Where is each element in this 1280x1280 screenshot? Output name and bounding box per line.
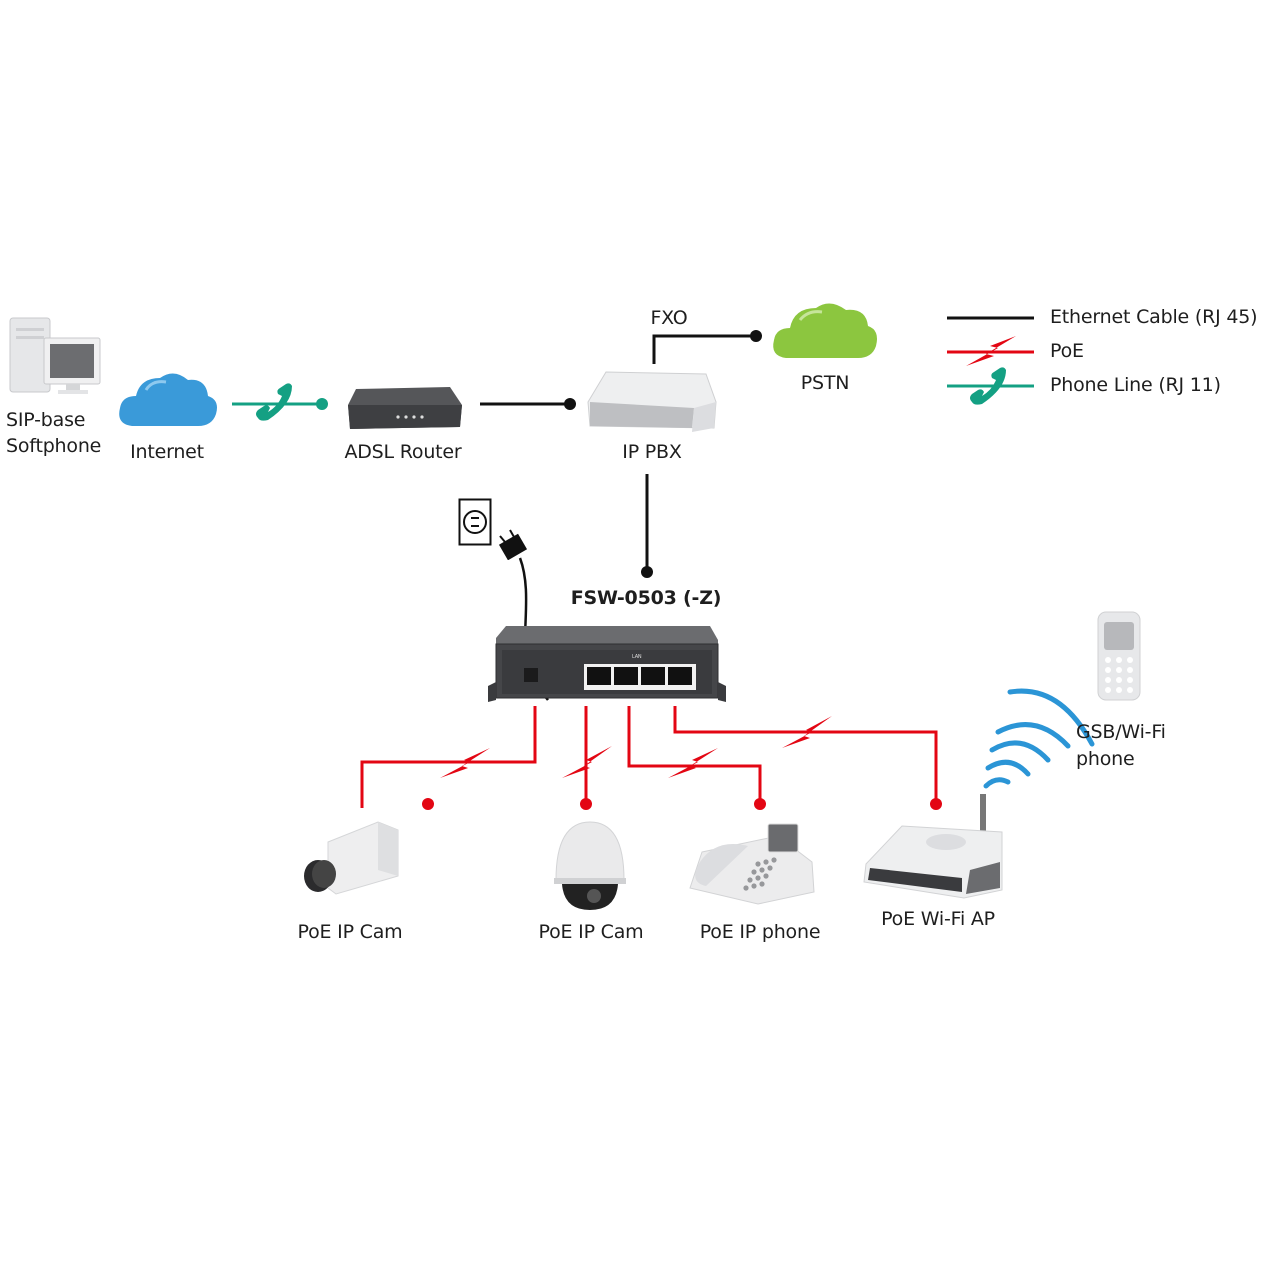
poe-bolt-icons <box>440 716 832 778</box>
poe-endpoints <box>422 798 942 810</box>
ethernet-pbx-switch <box>641 474 653 578</box>
poe-box-cam-label: PoE IP Cam <box>297 921 403 943</box>
power-outlet-icon <box>458 498 492 546</box>
wifi-access-point-icon <box>863 794 1003 899</box>
pstn-cloud-icon <box>773 303 877 358</box>
internet-cloud-icon <box>119 373 217 426</box>
softphone-label-line1: SIP-base <box>6 409 86 431</box>
switch-model-label: FSW-0503 (-Z) <box>570 587 722 609</box>
ip-pbx-label: IP PBX <box>622 441 682 463</box>
legend-poe-label: PoE <box>1050 340 1084 362</box>
gsm-wifi-phone-icon <box>1097 611 1141 701</box>
fxo-connection <box>652 330 762 364</box>
power-plug-icon <box>498 529 528 560</box>
legend-phone-label: Phone Line (RJ 11) <box>1050 374 1221 396</box>
poe-lines <box>360 706 938 808</box>
legend-ethernet-label: Ethernet Cable (RJ 45) <box>1050 306 1258 328</box>
phone-line-connection <box>232 383 328 421</box>
legend-phone-line <box>947 367 1034 405</box>
pstn-label: PSTN <box>800 372 850 394</box>
internet-label: Internet <box>130 441 204 463</box>
wireless-phone-label-line1: GSB/Wi-Fi <box>1076 721 1166 743</box>
wireless-phone-label-line2: phone <box>1076 748 1135 770</box>
ip-desk-phone-icon <box>689 823 815 905</box>
poe-switch-fsw-0503 <box>488 626 726 702</box>
switch-lan-caption: LAN <box>632 654 642 660</box>
adsl-router-icon <box>348 387 462 429</box>
handset-icon <box>256 383 292 421</box>
poe-dome-cam-label: PoE IP Cam <box>538 921 644 943</box>
softphone-label-line2: Softphone <box>6 435 102 457</box>
box-ip-camera-icon <box>304 821 399 895</box>
desktop-computer-icon <box>9 317 101 394</box>
wifi-waves-icon <box>983 688 1095 789</box>
poe-ip-phone-label: PoE IP phone <box>699 921 821 943</box>
adsl-router-label: ADSL Router <box>344 441 462 463</box>
ethernet-router-pbx <box>480 398 576 410</box>
ip-pbx-icon <box>587 371 717 432</box>
poe-wifi-ap-label: PoE Wi-Fi AP <box>881 908 995 930</box>
fxo-label: FXO <box>650 307 688 329</box>
legend-poe-line <box>947 336 1034 366</box>
dome-ip-camera-icon <box>554 821 626 910</box>
